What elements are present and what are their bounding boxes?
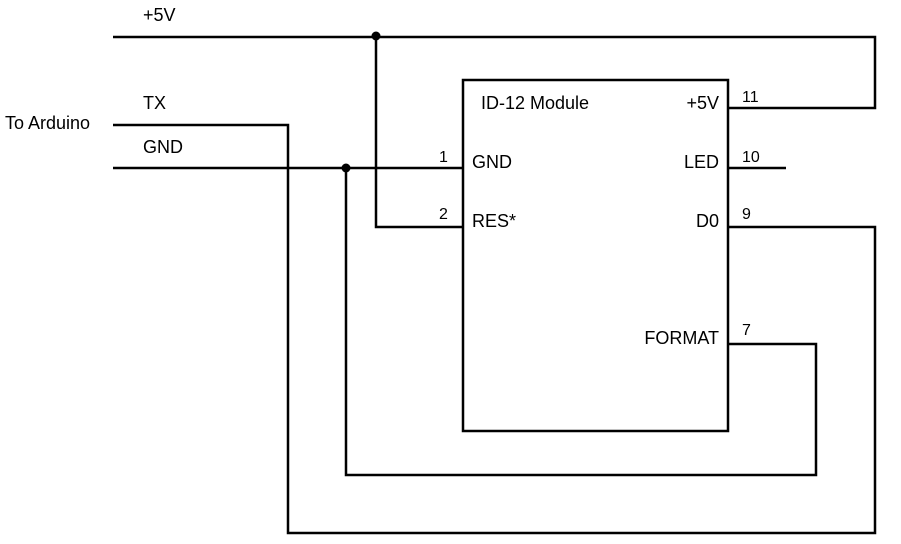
res-pullup-wire — [374, 37, 463, 229]
pin1-name: GND — [472, 152, 512, 172]
pin9-name: D0 — [696, 211, 719, 231]
module-body — [461, 78, 730, 433]
pin10-number: 10 — [742, 149, 760, 166]
pin2-number: 2 — [439, 206, 448, 223]
tx-d0-wire — [113, 123, 877, 535]
gnd-junction-dot — [341, 163, 351, 173]
vcc-junction-dot — [371, 31, 381, 41]
pin11-number: 11 — [742, 89, 759, 106]
pin7-number: 7 — [742, 322, 751, 339]
module-title: ID-12 Module — [481, 93, 589, 113]
pin11-name: +5V — [686, 93, 719, 113]
pin10-name: LED — [684, 152, 719, 172]
format-gnd-wire — [344, 168, 818, 477]
pin1-number: 1 — [439, 149, 448, 166]
pin7-name: FORMAT — [644, 328, 719, 348]
pin2-name: RES* — [472, 211, 516, 231]
vcc-rail-wire — [113, 35, 877, 110]
gnd-label: GND — [143, 137, 183, 157]
tx-label: TX — [143, 93, 166, 113]
pin9-number: 9 — [742, 206, 751, 223]
vcc-rail-label: +5V — [143, 5, 176, 25]
arduino-label: To Arduino — [5, 113, 90, 133]
